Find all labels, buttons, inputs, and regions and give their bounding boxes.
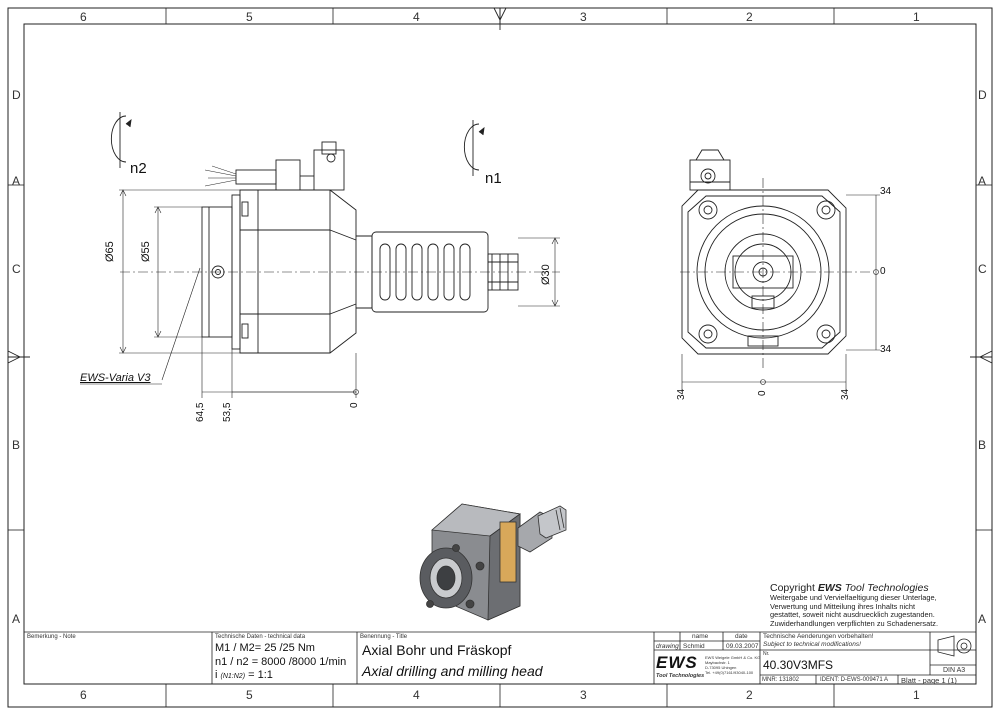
zone-col-4-top: 4: [413, 10, 420, 24]
zone-col-2-bottom: 2: [746, 688, 753, 702]
title-label: Benennung - Title: [360, 634, 408, 640]
remark-label: Bemerkung - Note: [27, 634, 76, 640]
nr-label: Nr.: [763, 651, 770, 657]
company-line-1: EWS Weigele GmbH & Co. KG: [705, 655, 761, 660]
copyright-suffix: Tool Technologies: [844, 582, 929, 594]
n2-label: n2: [130, 160, 147, 177]
company-line-3: D-73095 Uhingen: [705, 665, 737, 670]
copyright-title: Copyright EWS Tool Technologies: [770, 582, 970, 594]
front-view: [680, 149, 870, 370]
side-view-dimensions: [80, 189, 560, 398]
dim-front-0-right: 0: [880, 266, 886, 277]
zone-row-c-left: C: [12, 262, 21, 276]
zone-col-5-bottom: 5: [246, 688, 253, 702]
title-german: Axial Bohr und Fräskopf: [362, 642, 512, 658]
zone-col-4-bottom: 4: [413, 688, 420, 702]
zone-row-d-right: D: [978, 88, 987, 102]
dim-d55: Ø55: [140, 241, 152, 262]
dim-front-0-bottom: 0: [757, 390, 768, 396]
front-view-dimensions: [681, 194, 880, 392]
ews-logo: EWS: [656, 653, 698, 672]
zone-col-1-top: 1: [913, 10, 920, 24]
col-name: name: [692, 633, 709, 640]
zone-row-a2-right: A: [978, 612, 987, 626]
copyright-line-3: gestattet, soweit nicht ausdruecklich zu…: [770, 610, 935, 620]
copyright-line-4: Zuwiderhandlungen verpflichten zu Schade…: [770, 618, 939, 628]
isometric-render: [419, 503, 567, 621]
ratio-sub: (N1:N2): [220, 673, 246, 680]
n1-label: n1: [485, 170, 502, 187]
dim-d30: Ø30: [540, 264, 552, 285]
dim-front-34-left: 34: [676, 388, 687, 400]
ratio-value: = 1:1: [248, 669, 273, 681]
part-number: 40.30V3MFS: [763, 658, 834, 672]
company-line-4: Tel. +49(0)7161/93040-100: [705, 670, 754, 675]
company-line-2: Maybachstr. 1: [705, 660, 730, 665]
ratio-row: i (N1:N2) = 1:1: [215, 669, 273, 681]
zone-row-c-right: C: [978, 262, 987, 276]
zone-row-b-right: B: [978, 438, 987, 452]
dim-53-5: 53,5: [222, 402, 233, 422]
mnr-value: MNR: 131802: [762, 677, 800, 683]
drawn-by: Schmid: [683, 643, 705, 650]
speed-value: n1 / n2 = 8000 /8000 1/min: [215, 656, 347, 668]
title-english: Axial drilling and milling head: [362, 663, 543, 679]
zone-col-6-bottom: 6: [80, 688, 87, 702]
dim-64-5: 64,5: [195, 402, 206, 422]
copyright-prefix: Copyright: [770, 582, 815, 594]
zone-row-a2-left: A: [12, 612, 21, 626]
copyright-notice: Copyright EWS Tool Technologies Weiterga…: [770, 582, 970, 628]
zone-col-1-bottom: 1: [913, 688, 920, 702]
centering-marks: [7, 7, 993, 364]
tech-data-label: Technische Daten - technical data: [215, 634, 306, 640]
ews-logo-sub: Tool Technologies: [656, 673, 705, 679]
zone-row-b-left: B: [12, 438, 21, 452]
dim-front-34-right-bottom: 34: [840, 388, 851, 400]
din-format: DIN A3: [943, 667, 966, 674]
row-drawing: drawing: [656, 643, 679, 650]
ident-value: IDENT: D-EWS-009471 A: [820, 677, 889, 683]
zone-row-d-left: D: [12, 88, 21, 102]
torque-value: M1 / M2= 25 /25 Nm: [215, 642, 315, 654]
dim-d65: Ø65: [104, 241, 116, 262]
zone-col-3-bottom: 3: [580, 688, 587, 702]
col-date: date: [735, 633, 748, 640]
sheet-number: Blatt - page 1 (1): [901, 676, 957, 685]
ratio-prefix: i: [215, 669, 218, 681]
copyright-line-1: Weitergabe und Vervielfaeltigung dieser …: [770, 593, 937, 602]
rotation-symbol-n2: [110, 112, 132, 168]
zone-row-a1-right: A: [978, 174, 987, 188]
zone-col-6-top: 6: [80, 10, 87, 24]
zone-col-3-top: 3: [580, 10, 587, 24]
zone-col-2-top: 2: [746, 10, 753, 24]
change-en: Subject to technical modifications!: [763, 641, 861, 648]
zone-col-5-top: 5: [246, 10, 253, 24]
copyright-line-2: Verwertung und Mitteilung ihres Inhalts …: [770, 601, 916, 611]
dim-zero-side: 0: [349, 402, 360, 408]
variant-label: EWS-Varia V3: [80, 372, 151, 384]
change-de: Technische Aenderungen vorbehalten!: [763, 633, 874, 640]
drawn-date: 09.03.2007: [726, 643, 759, 650]
zone-row-a1-left: A: [12, 174, 21, 188]
dim-front-34-bottom: 34: [880, 344, 892, 355]
dim-front-34-top: 34: [880, 186, 892, 197]
rotation-symbol-n1: [463, 120, 485, 176]
title-block-lines: [24, 631, 976, 684]
copyright-brand: EWS: [817, 582, 842, 594]
